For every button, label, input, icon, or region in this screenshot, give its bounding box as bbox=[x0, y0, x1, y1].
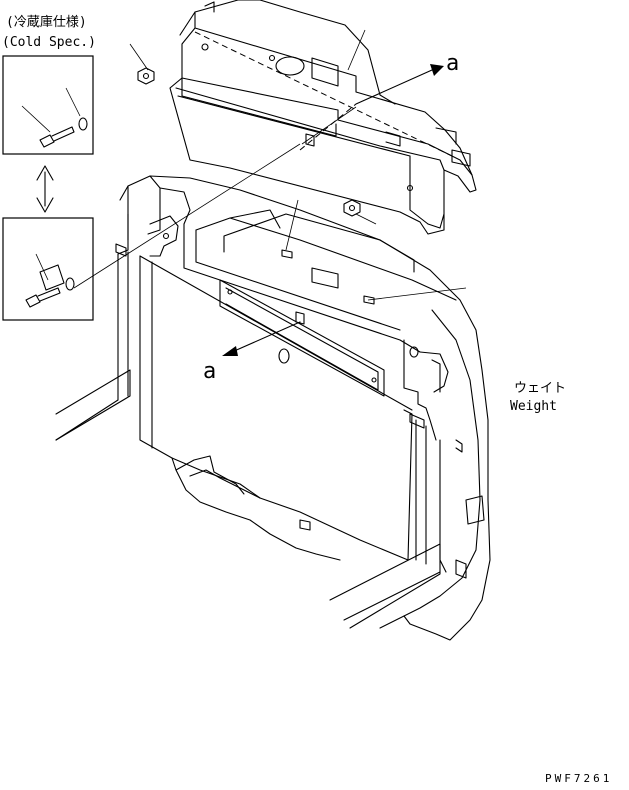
nut-icon bbox=[343, 199, 377, 225]
weight-jp-label: ウェイト bbox=[514, 381, 566, 396]
alternative-arrow-icon bbox=[36, 165, 54, 213]
top-cover-part bbox=[169, 0, 477, 235]
counterweight-body bbox=[55, 175, 491, 641]
reference-arrow-a-top bbox=[355, 64, 444, 105]
detail-box-cold-spec bbox=[2, 55, 94, 155]
cold-spec-jp-label: (冷蔵庫仕様) bbox=[6, 15, 87, 30]
detail-box-standard bbox=[2, 217, 94, 321]
reference-arrow-a-bottom bbox=[222, 321, 301, 356]
washer-icon bbox=[65, 277, 75, 291]
ref-a-top-label: a bbox=[446, 51, 459, 76]
weight-en-label: Weight bbox=[510, 399, 557, 414]
drawing-code: PWF7261 bbox=[545, 772, 612, 785]
nut-icon bbox=[129, 43, 155, 85]
washer-icon bbox=[78, 117, 88, 131]
ref-a-bottom-label: a bbox=[203, 359, 216, 384]
bolt-icon bbox=[39, 126, 75, 148]
bolt-icon bbox=[25, 287, 61, 308]
cold-spec-en-label: (Cold Spec.) bbox=[2, 35, 96, 50]
